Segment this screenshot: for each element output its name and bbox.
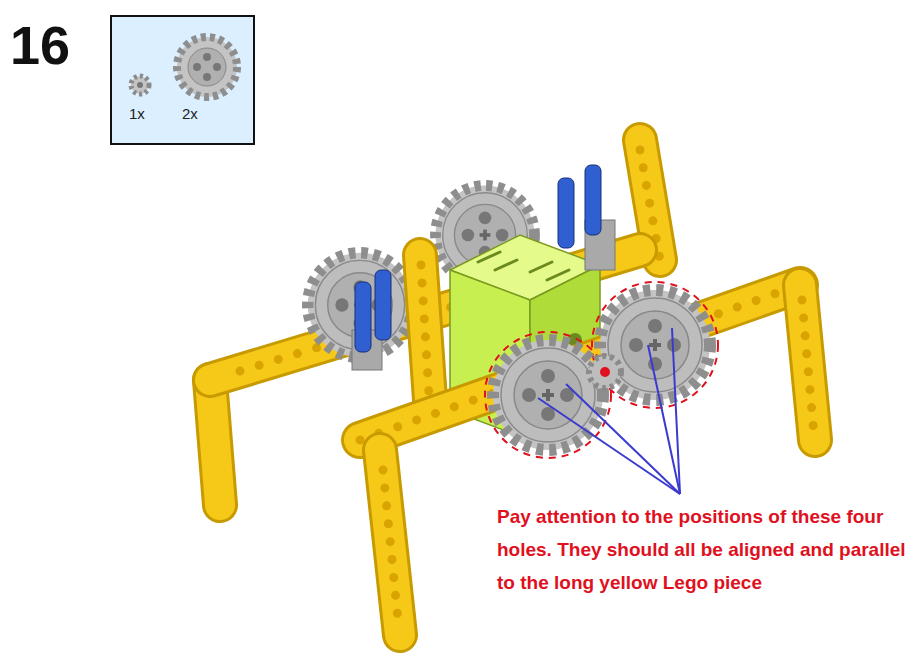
quantity-label: 1x	[129, 105, 145, 122]
part-icons	[112, 17, 253, 143]
alignment-note: Pay attention to the positions of these …	[497, 500, 912, 599]
parts-box: 1x 2x	[110, 15, 255, 145]
quantity-label: 2x	[182, 105, 198, 122]
step-number: 16	[10, 18, 70, 72]
